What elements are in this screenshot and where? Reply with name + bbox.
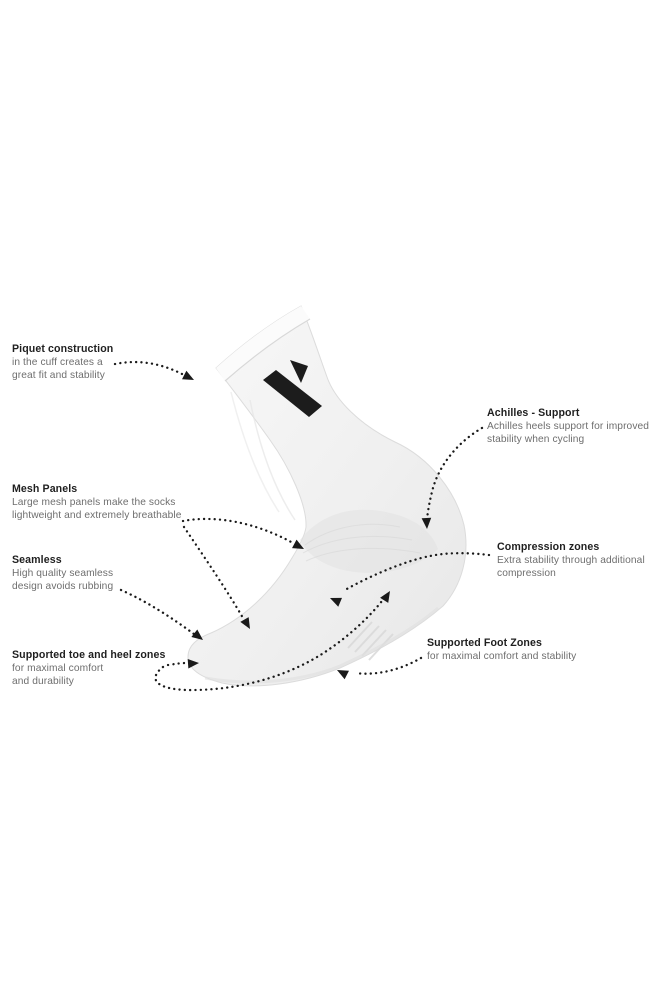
annotation-body-line: lightweight and extremely breathable	[12, 510, 182, 521]
annotation-body-line: great fit and stability	[12, 370, 105, 381]
annotation-title: Mesh Panels	[12, 483, 78, 495]
arrow-heel-loop	[154, 591, 390, 692]
sock-photo	[187, 305, 467, 687]
annotation-body-line: and durability	[12, 676, 74, 687]
mesh-panel-shade	[300, 509, 438, 573]
annotation-achilles: Achilles - Support Achilles heels suppor…	[487, 407, 665, 446]
annotation-title: Piquet construction	[12, 343, 114, 355]
arrow-mesh-ankle	[181, 517, 304, 549]
annotation-body-line: Achilles heels support for improved	[487, 421, 650, 432]
annotation-mesh-panels: Mesh Panels Large mesh panels make the s…	[12, 483, 212, 522]
arrow-seamless	[119, 588, 203, 640]
annotation-body-line: stability when cycling	[487, 434, 585, 445]
arrow-compression	[330, 552, 491, 607]
annotation-title: Supported toe and heel zones	[12, 649, 166, 661]
annotation-toe-heel-zones: Supported toe and heel zones for maximal…	[12, 649, 207, 688]
annotation-foot-zones: Supported Foot Zones for maximal comfort…	[427, 637, 665, 663]
arrow-achilles	[421, 426, 484, 529]
annotation-body-line: in the cuff creates a	[12, 357, 103, 368]
arrow-mesh-foot	[182, 525, 250, 629]
annotation-body-line: High quality seamless	[12, 568, 114, 579]
annotation-body-line: for maximal comfort	[12, 663, 104, 674]
arrow-toe	[166, 658, 199, 669]
annotation-body-line: design avoids rubbing	[12, 581, 114, 592]
brand-logo-icon	[263, 360, 322, 417]
arrow-footzones	[337, 656, 423, 680]
annotation-body-line: Large mesh panels make the socks	[12, 497, 176, 508]
annotation-title: Supported Foot Zones	[427, 637, 542, 649]
annotation-body-line: for maximal comfort and stability	[427, 651, 577, 662]
annotation-body-line: Extra stability through additional	[497, 555, 645, 566]
annotation-title: Compression zones	[497, 541, 600, 553]
annotation-seamless: Seamless High quality seamless design av…	[12, 554, 182, 593]
arrow-piquet	[113, 360, 194, 380]
annotation-body-line: compression	[497, 568, 556, 579]
annotation-compression-zones: Compression zones Extra stability throug…	[497, 541, 665, 580]
annotation-title: Achilles - Support	[487, 407, 580, 419]
annotation-title: Seamless	[12, 554, 62, 566]
sock-cuff	[216, 306, 310, 381]
annotation-piquet: Piquet construction in the cuff creates …	[12, 343, 182, 382]
